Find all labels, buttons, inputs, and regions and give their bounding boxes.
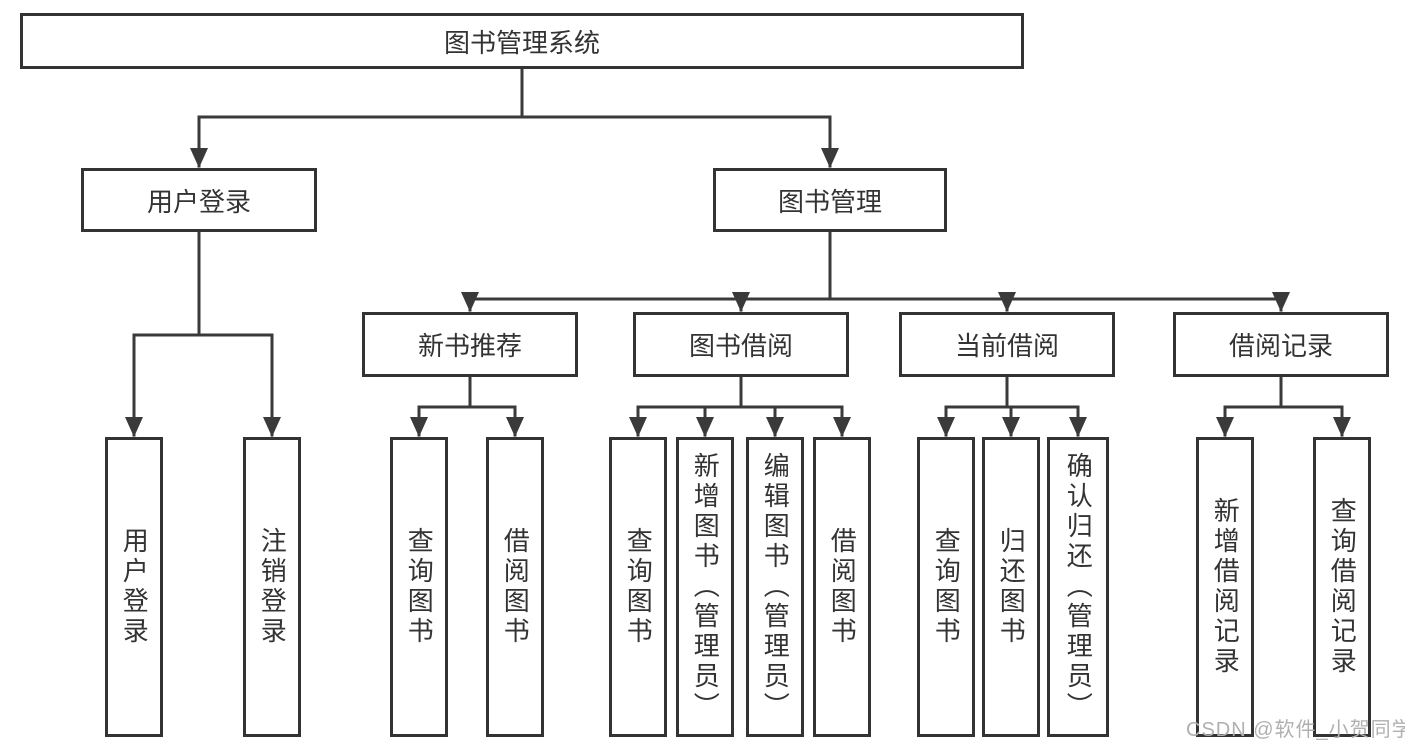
connector-new-book-recommend-to-leaves	[410, 375, 524, 437]
connector-borrow-records-to-leaves	[1216, 375, 1351, 437]
node-current-borrow-label: 当前借阅	[954, 331, 1059, 361]
node-root-system: 图书管理系统	[20, 13, 1024, 69]
connector-root-to-level2	[190, 67, 839, 168]
node-user-login: 用户登录	[81, 168, 317, 232]
connector-user-login-to-leaves	[125, 230, 281, 437]
node-leaf-user-login: 用户登录	[105, 437, 163, 737]
node-leaf-bb-borrow-books: 借阅图书	[813, 437, 871, 737]
node-new-book-recommend-label: 新书推荐	[417, 331, 522, 361]
node-leaf-br-query-record-label: 查询借阅记录	[1327, 497, 1358, 677]
node-book-management-label: 图书管理	[777, 186, 882, 217]
connector-current-borrow-to-leaves	[937, 375, 1087, 437]
node-leaf-br-add-record: 新增借阅记录	[1196, 437, 1254, 737]
node-book-management: 图书管理	[713, 168, 947, 232]
node-leaf-user-login-label: 用户登录	[119, 527, 150, 647]
node-leaf-cb-query-books: 查询图书	[917, 437, 975, 737]
node-leaf-br-query-record: 查询借阅记录	[1313, 437, 1371, 737]
node-leaf-bb-query-books-label: 查询图书	[623, 527, 654, 647]
node-borrow-records-label: 借阅记录	[1228, 331, 1333, 361]
connector-book-borrow-to-leaves	[629, 375, 851, 437]
node-leaf-cb-return-books: 归还图书	[982, 437, 1040, 737]
node-leaf-cb-return-books-label: 归还图书	[996, 527, 1027, 647]
node-root-system-label: 图书管理系统	[443, 27, 600, 58]
node-leaf-logout-label: 注销登录	[257, 527, 288, 647]
node-leaf-bb-edit-books-admin: 编辑图书（管理员）	[746, 437, 804, 737]
node-new-book-recommend: 新书推荐	[362, 312, 578, 377]
node-book-borrow-label: 图书借阅	[688, 331, 793, 361]
node-book-borrow: 图书借阅	[633, 312, 849, 377]
node-leaf-bb-edit-books-admin-label: 编辑图书（管理员）	[760, 452, 791, 722]
node-borrow-records: 借阅记录	[1173, 312, 1389, 377]
node-leaf-nb-borrow-books: 借阅图书	[486, 437, 544, 737]
node-leaf-nb-query-books: 查询图书	[390, 437, 448, 737]
node-current-borrow: 当前借阅	[899, 312, 1115, 377]
node-leaf-nb-query-books-label: 查询图书	[404, 527, 435, 647]
node-leaf-br-add-record-label: 新增借阅记录	[1210, 497, 1241, 677]
csdn-watermark: CSDN @软件_小贺同学	[1186, 719, 1405, 741]
node-leaf-logout: 注销登录	[243, 437, 301, 737]
node-user-login-label: 用户登录	[146, 186, 251, 217]
node-leaf-cb-confirm-return-admin-label: 确认归还（管理员）	[1063, 452, 1094, 722]
connector-book-management-to-level3	[461, 230, 1290, 312]
node-leaf-bb-query-books: 查询图书	[609, 437, 667, 737]
node-leaf-cb-confirm-return-admin: 确认归还（管理员）	[1047, 437, 1109, 737]
node-leaf-bb-add-books-admin: 新增图书（管理员）	[676, 437, 734, 737]
node-leaf-cb-query-books-label: 查询图书	[931, 527, 962, 647]
node-leaf-nb-borrow-books-label: 借阅图书	[500, 527, 531, 647]
node-leaf-bb-borrow-books-label: 借阅图书	[827, 527, 858, 647]
node-leaf-bb-add-books-admin-label: 新增图书（管理员）	[690, 452, 721, 722]
